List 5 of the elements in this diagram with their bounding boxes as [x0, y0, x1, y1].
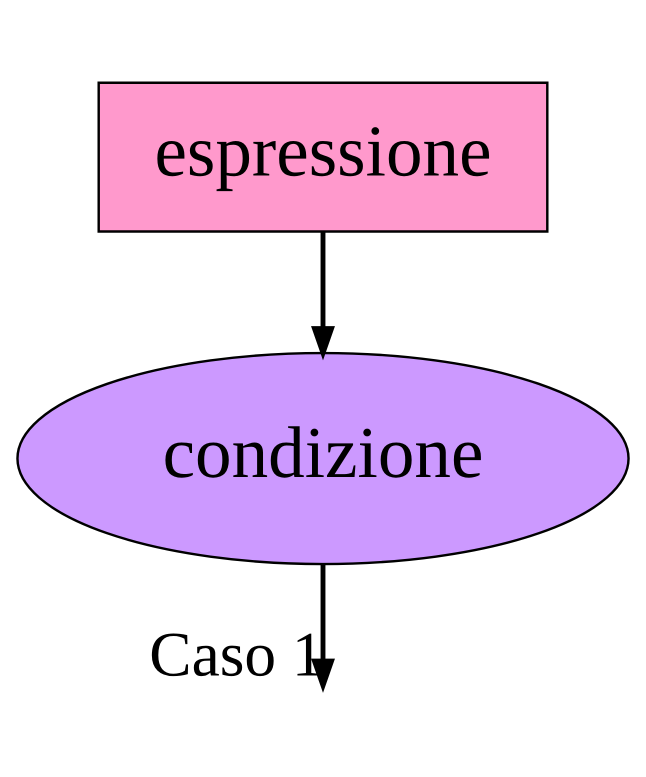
- edge-label: Caso 1: [149, 618, 324, 689]
- node-box: espressione: [97, 81, 549, 232]
- arrow: [311, 564, 335, 692]
- arrow: [311, 232, 335, 360]
- node-ellipse: condizione: [16, 351, 630, 565]
